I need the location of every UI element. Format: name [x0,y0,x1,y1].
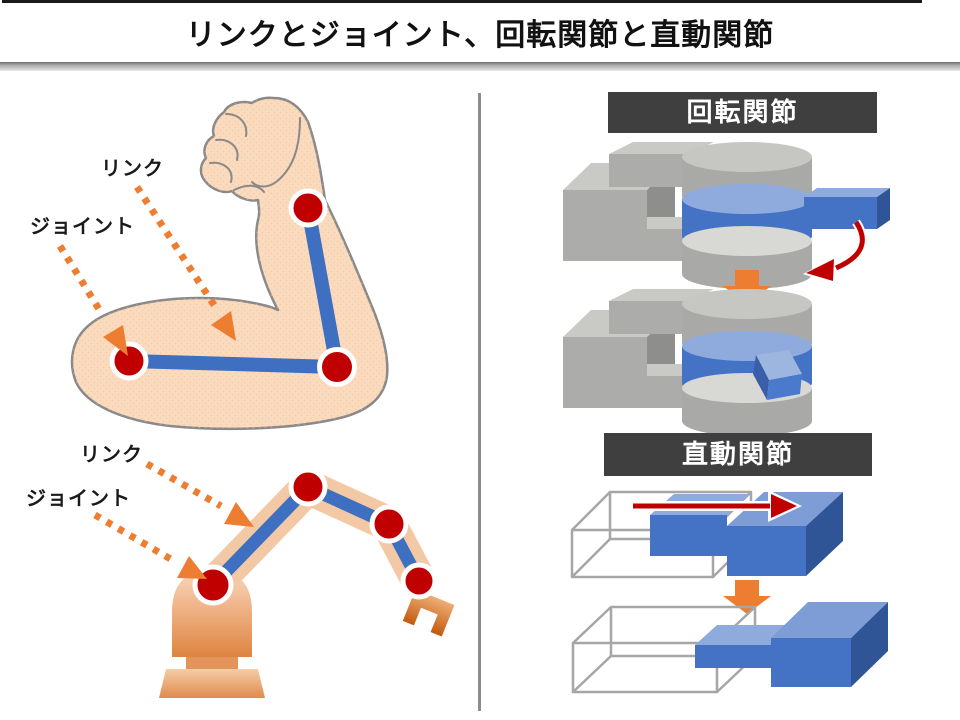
vertical-divider [478,93,481,711]
top-border-line [2,0,922,3]
arm-link-arrow-icon [134,185,236,341]
robot-joint-elbow [288,467,328,507]
robot-pedestal [159,669,265,698]
arm-link-label: リンク [101,158,164,180]
title-divider-bar [0,62,960,71]
arm-joint-shoulder [109,341,149,381]
robot-joint-arrow-icon [93,511,207,579]
arm-joint-label: ジョイント [30,216,135,238]
robot-joint-wrist2 [400,562,438,600]
down-arrow-icon [723,580,771,614]
robot-link-arrow-icon [145,460,254,527]
robot-joint-label: ジョイント [26,488,131,510]
fist-detail-lines [209,113,301,193]
rotated-handle-tab [753,350,802,400]
robot-gripper [402,589,455,637]
prismatic-joint-header: 直動関節 [604,433,872,476]
prismatic-joint-before [570,490,843,579]
rotational-joint-after [563,289,812,436]
down-arrow-icon [723,270,771,304]
robot-neck [186,657,238,669]
robot-link-label: リンク [80,444,143,466]
rotational-joint-header: 回転関節 [608,92,877,133]
arm-joint-arrow-icon [57,244,128,356]
arm-joint-wrist [288,188,328,228]
arm-joint-elbow [317,347,357,387]
page-title: リンクとジョイント、回転関節と直動関節 [185,19,775,52]
rotational-joint-before [563,142,890,289]
robot-joint-wrist1 [369,504,409,544]
slide-direction-arrow-icon [633,490,802,522]
prismatic-joint-after [571,602,888,694]
arm-skin-texture [72,97,388,429]
rotation-arrow-icon [803,219,867,285]
human-arm-figure [70,96,389,431]
robot-links [206,480,426,592]
robot-arm-figure [159,467,455,698]
